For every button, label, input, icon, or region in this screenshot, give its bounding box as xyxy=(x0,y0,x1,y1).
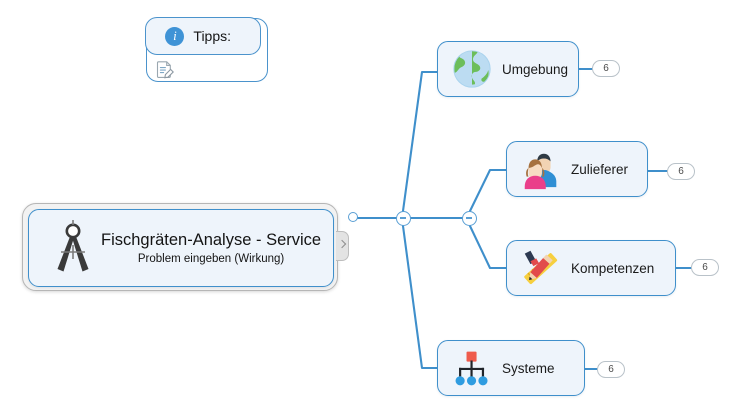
collapse-handle-1[interactable] xyxy=(396,211,411,226)
org-chart-icon xyxy=(448,345,496,391)
branch-node-systeme[interactable]: Systeme xyxy=(437,340,585,396)
root-node-selection-frame[interactable]: Fischgräten-Analyse - Service Problem ei… xyxy=(22,203,338,291)
collapse-handle-2[interactable] xyxy=(462,211,477,226)
branch-node-zulieferer[interactable]: Zulieferer xyxy=(506,141,648,197)
note-edit-icon[interactable] xyxy=(155,60,175,80)
branch-label: Systeme xyxy=(502,360,555,376)
branch-badge-kompetenzen[interactable]: 6 xyxy=(691,259,719,276)
branch-label: Umgebung xyxy=(502,61,569,77)
tipps-label: Tipps: xyxy=(193,28,232,45)
branch-label: Zulieferer xyxy=(571,161,629,177)
globe-icon xyxy=(448,46,496,92)
branch-badge-systeme[interactable]: 6 xyxy=(597,361,625,378)
compass-divider-icon xyxy=(45,217,101,279)
root-node[interactable]: Fischgräten-Analyse - Service Problem ei… xyxy=(28,209,334,287)
tipps-header[interactable]: i Tipps: xyxy=(145,17,262,56)
branch-label: Kompetenzen xyxy=(571,260,655,276)
spine-origin-dot[interactable] xyxy=(348,212,358,222)
branch-badge-zulieferer[interactable]: 6 xyxy=(667,163,695,180)
tipps-note-node[interactable]: i Tipps: xyxy=(145,17,268,82)
branch-node-umgebung[interactable]: Umgebung xyxy=(437,41,579,97)
branch-badge-umgebung[interactable]: 6 xyxy=(592,60,620,77)
root-title: Fischgräten-Analyse - Service xyxy=(101,231,322,250)
root-node-text: Fischgräten-Analyse - Service Problem ei… xyxy=(101,231,335,265)
ruler-pencil-icon xyxy=(517,245,565,291)
people-icon xyxy=(517,146,565,192)
info-icon: i xyxy=(165,26,185,46)
root-drag-handle[interactable] xyxy=(336,231,349,261)
branch-node-kompetenzen[interactable]: Kompetenzen xyxy=(506,240,676,296)
root-subtitle: Problem eingeben (Wirkung) xyxy=(137,252,285,265)
